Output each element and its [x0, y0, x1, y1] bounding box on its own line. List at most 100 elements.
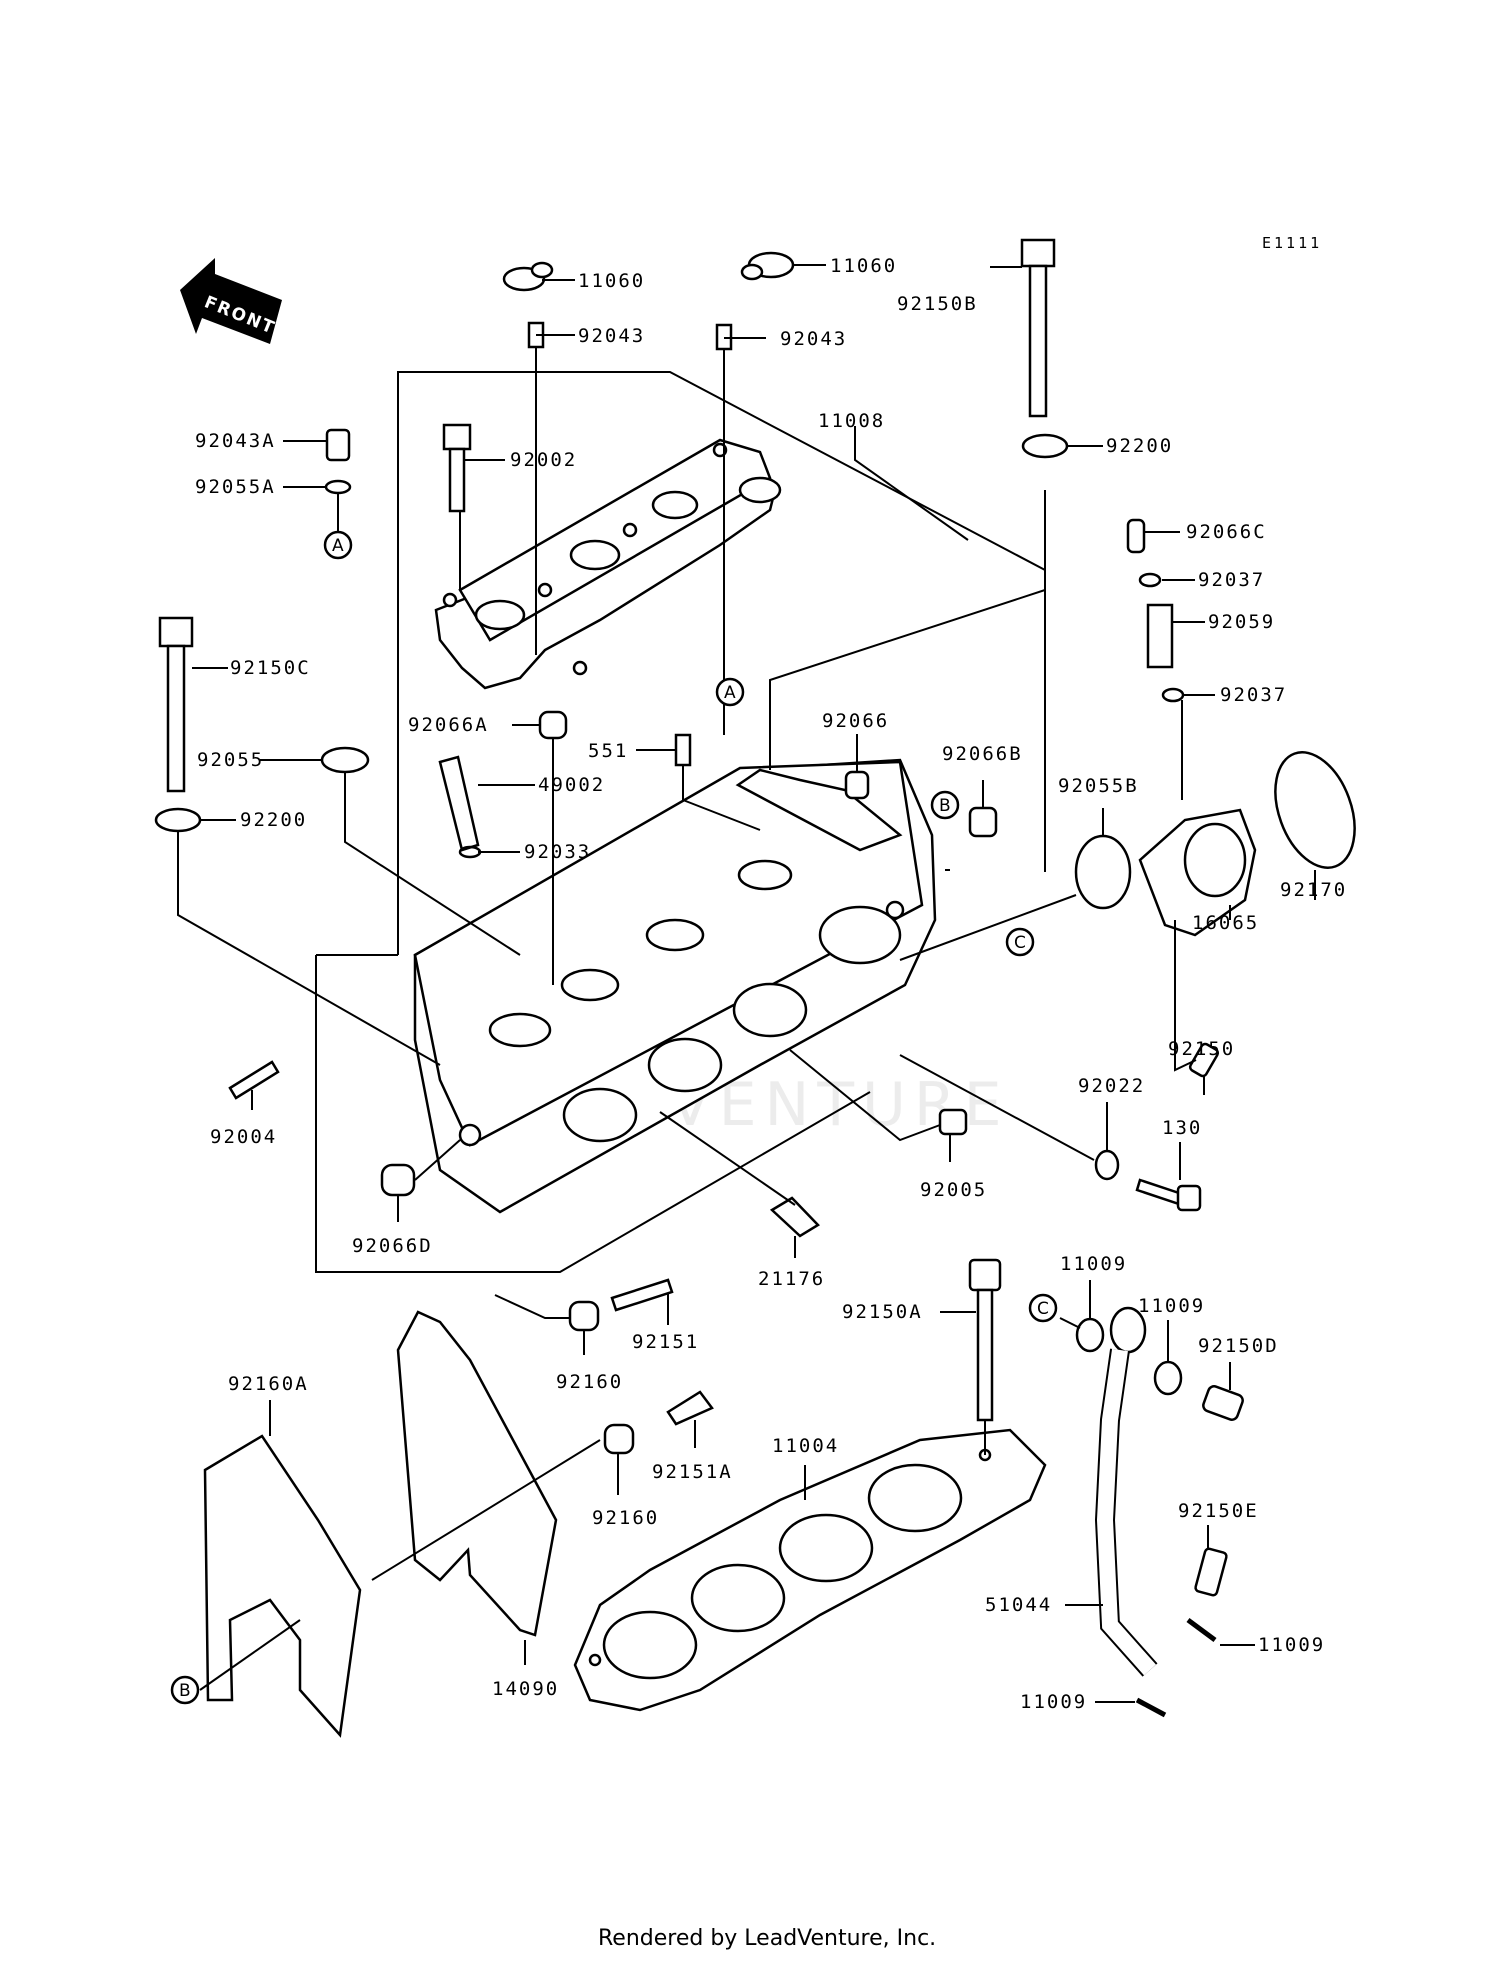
label-92022: 92022 [1078, 1075, 1145, 1097]
fitting-92005 [938, 1108, 968, 1136]
grommet-92160-top [568, 1300, 600, 1332]
label-21176: 21176 [758, 1268, 825, 1290]
clamp-92170 [1274, 751, 1356, 869]
clip-92037-top [1138, 572, 1162, 588]
o-ring-92055B [1074, 834, 1132, 910]
label-11009-b: 11009 [1138, 1295, 1205, 1317]
dowel-92043A [325, 428, 351, 462]
label-92055B: 92055B [1058, 775, 1139, 797]
gasket-11009-c [1186, 1617, 1217, 1643]
label-92200-mid: 92200 [240, 809, 307, 831]
label-51044: 51044 [985, 1594, 1052, 1616]
grommet-92160-bottom [603, 1423, 635, 1455]
washer-92200-top [1021, 433, 1069, 459]
oil-seal-11060-left [502, 261, 554, 292]
bolt-130 [1135, 1178, 1202, 1212]
sensor-21176 [769, 1196, 820, 1238]
label-92004: 92004 [210, 1126, 277, 1148]
label-92150: 92150 [1168, 1038, 1235, 1060]
label-130: 130 [1162, 1117, 1202, 1139]
oil-seal-11060-right [740, 251, 795, 281]
label-92150C: 92150C [230, 657, 311, 679]
plug-92066B [968, 806, 998, 838]
label-92150D: 92150D [1198, 1335, 1279, 1357]
stud-92004 [228, 1060, 280, 1100]
plug-92066 [844, 770, 870, 800]
part-labels: 11060 92043 11060 92043 92150B 92043A 92… [195, 255, 1347, 1713]
svg-text:B: B [179, 1681, 191, 1701]
svg-text:C: C [1014, 933, 1026, 953]
label-92066: 92066 [822, 710, 889, 732]
bolt-92150D [1202, 1385, 1244, 1421]
head-gasket-11004 [573, 1428, 1047, 1712]
hose-92059 [1146, 603, 1174, 669]
o-ring-92055A [324, 479, 352, 495]
label-92160A: 92160A [228, 1373, 309, 1395]
label-92002: 92002 [510, 449, 577, 471]
svg-text:A: A [332, 536, 344, 556]
label-92055: 92055 [197, 749, 264, 771]
label-92043-right: 92043 [780, 328, 847, 350]
label-92066D: 92066D [352, 1235, 433, 1257]
o-ring-92055 [320, 746, 370, 774]
label-92037-top: 92037 [1198, 569, 1265, 591]
label-11008: 11008 [818, 410, 885, 432]
callout-c-head: C [1005, 927, 1035, 957]
clip-92037-bottom [1161, 687, 1185, 703]
label-92160-top: 92160 [556, 1371, 623, 1393]
bolt-92151 [610, 1278, 674, 1312]
pin-551 [674, 733, 692, 767]
label-92066C: 92066C [1186, 521, 1267, 543]
assembly-outline [315, 371, 1046, 1273]
label-92043-left: 92043 [578, 325, 645, 347]
label-11060-left: 11060 [578, 270, 645, 292]
label-11009-d: 11009 [1020, 1691, 1087, 1713]
label-11009-a: 11009 [1060, 1253, 1127, 1275]
label-11060-right: 11060 [830, 255, 897, 277]
label-92200-top: 92200 [1106, 435, 1173, 457]
label-11004: 11004 [772, 1435, 839, 1457]
label-92066B: 92066B [942, 743, 1023, 765]
cam-cap-11008 [434, 438, 782, 690]
label-92150B: 92150B [897, 293, 978, 315]
label-92033: 92033 [524, 841, 591, 863]
callout-b-head: B [930, 790, 960, 820]
fitting-92150E [1194, 1547, 1228, 1597]
washer-11009-a [1075, 1317, 1105, 1353]
callout-a-head: A [715, 677, 745, 707]
washer-92022 [1094, 1149, 1120, 1181]
bolt-92151A [666, 1390, 714, 1426]
label-92037-bottom: 92037 [1220, 684, 1287, 706]
timing-cover-92160A [203, 1434, 362, 1738]
label-92005: 92005 [920, 1179, 987, 1201]
bolt-92002 [442, 423, 472, 513]
plug-92066D [380, 1163, 416, 1197]
label-92059: 92059 [1208, 611, 1275, 633]
gasket-11009-d [1135, 1697, 1167, 1718]
front-arrow-icon: FRONT [180, 258, 282, 344]
label-92043A: 92043A [195, 430, 276, 452]
label-551: 551 [588, 740, 628, 762]
label-92151: 92151 [632, 1331, 699, 1353]
label-92160-bottom: 92160 [592, 1507, 659, 1529]
svg-text:A: A [724, 683, 736, 703]
label-14090: 14090 [492, 1678, 559, 1700]
label-92150A: 92150A [842, 1301, 923, 1323]
washer-11009-b [1153, 1360, 1183, 1396]
bolt-92150 [1188, 1042, 1220, 1078]
washer-92200-mid [154, 807, 202, 833]
footer-credit: Rendered by LeadVenture, Inc. [598, 1926, 936, 1951]
label-92066A: 92066A [408, 714, 489, 736]
callout-b-cover: B [170, 1675, 200, 1705]
label-11009-c: 11009 [1258, 1634, 1325, 1656]
pipe-51044 [1094, 1306, 1158, 1677]
svg-text:B: B [939, 796, 951, 816]
callout-a-top: A [323, 530, 353, 560]
bolt-92150C [158, 616, 194, 793]
label-49002: 49002 [538, 774, 605, 796]
water-outlet-16065 [1138, 808, 1257, 937]
label-92170: 92170 [1280, 879, 1347, 901]
bolt-92150A [968, 1258, 1002, 1422]
leader-lines [177, 264, 1316, 1703]
